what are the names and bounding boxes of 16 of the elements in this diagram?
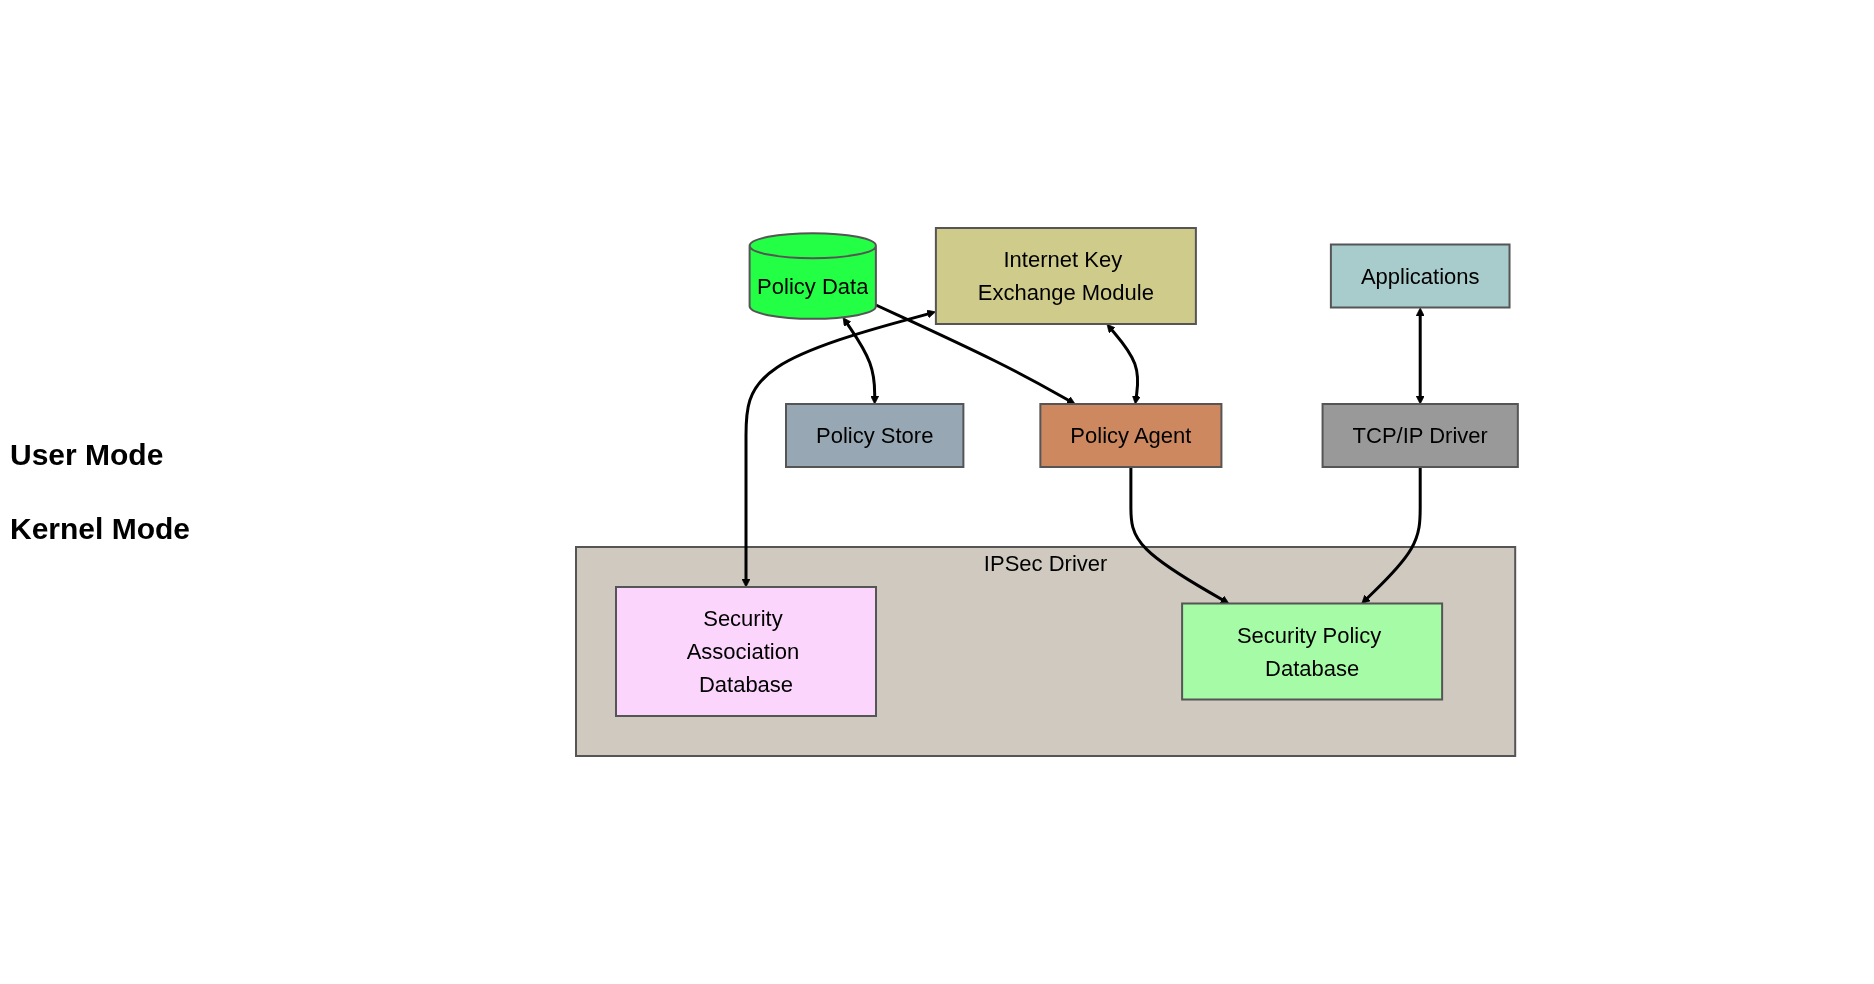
arrow	[1129, 467, 1230, 604]
node-box: Applications	[1329, 243, 1511, 309]
mode-label: User Mode	[10, 438, 165, 472]
node-box: Security Association Database	[615, 586, 878, 717]
node-box: Security Policy Database	[1181, 602, 1444, 701]
arrow	[1361, 467, 1422, 604]
arrow	[1415, 307, 1425, 405]
node-box: Internet Key Exchange Module	[934, 227, 1197, 325]
arrow	[741, 309, 936, 588]
node-box: Policy Store	[785, 403, 965, 468]
arrow	[1106, 323, 1141, 405]
mode-label: Kernel Mode	[10, 512, 192, 546]
node-box: Policy Agent	[1039, 403, 1223, 468]
node-box: TCP/IP Driver	[1321, 403, 1519, 468]
arrow	[875, 303, 1076, 405]
arrow	[842, 317, 880, 405]
